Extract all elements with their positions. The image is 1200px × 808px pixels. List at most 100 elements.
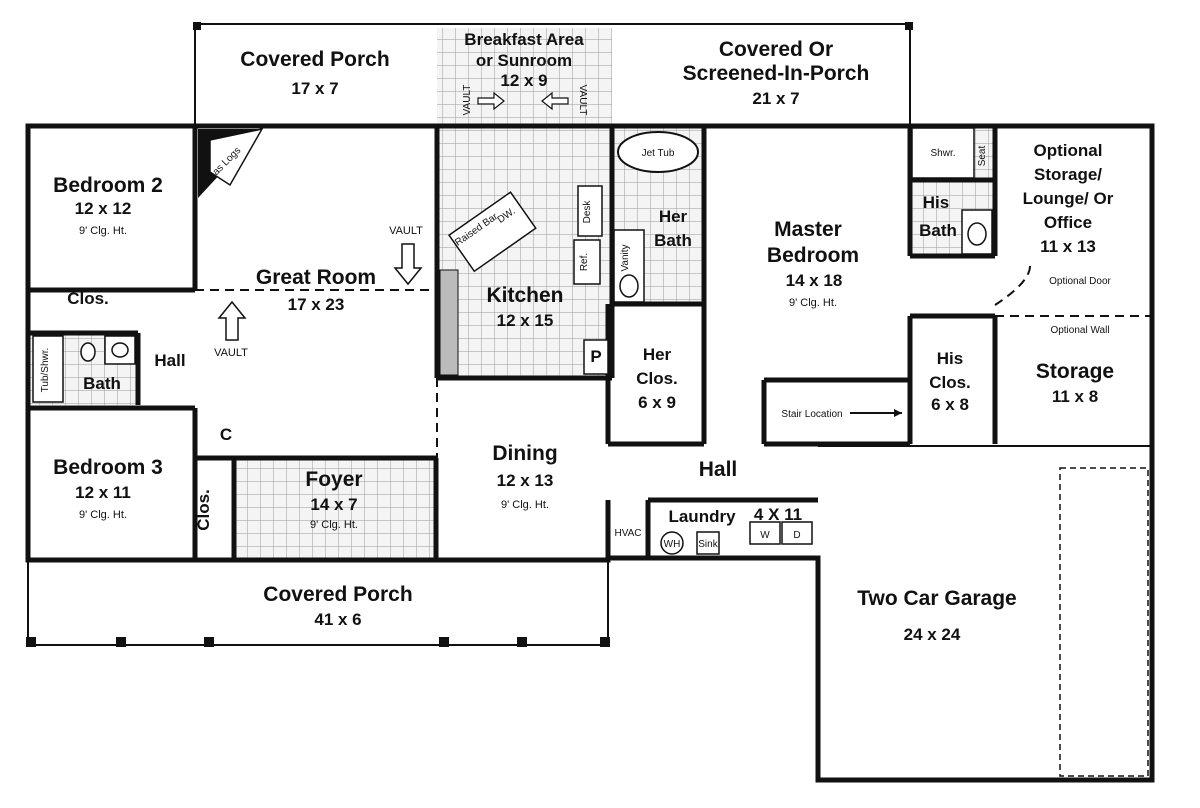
garage-parking-outline [1059, 467, 1149, 777]
foyer-tile [234, 458, 436, 558]
vault-arrow-up [217, 300, 247, 341]
great-room-name: Great Room [256, 266, 376, 289]
vault-arrow-down [393, 243, 423, 286]
breakfast-vault-right: VAULT [577, 85, 588, 116]
her-bath-line2: Bath [654, 231, 692, 250]
breakfast-line2: or Sunroom [476, 51, 572, 70]
laundry-size: 4 X 11 [754, 505, 802, 524]
master-bedroom-ceiling: 9' Clg. Ht. [789, 297, 837, 309]
sink-label: Sink [698, 539, 718, 550]
bedroom2-ceiling: 9' Clg. Ht. [79, 225, 127, 237]
interior-walls [28, 126, 998, 560]
stair-location-label: Stair Location [781, 409, 842, 420]
vault-left-label: VAULT [214, 347, 248, 359]
tub-shower-label: Tub/Shwr. [40, 348, 51, 393]
pantry-label: P [590, 347, 601, 366]
breakfast-vault-left: VAULT [462, 85, 473, 116]
rear-porch-size: 17 x 7 [291, 79, 338, 98]
breakfast-size: 12 x 9 [500, 71, 547, 90]
her-clos-line2: Clos. [636, 369, 678, 388]
refrigerator [573, 239, 601, 285]
his-bath-line2: Bath [919, 221, 957, 240]
optional-storage-line3: Lounge/ Or [1023, 189, 1114, 208]
her-bath-line1: Her [659, 207, 688, 226]
coat-closet-label: C [220, 425, 232, 444]
screened-porch-line2: Screened-In-Porch [683, 62, 870, 85]
dining-name: Dining [492, 442, 557, 465]
her-clos-size: 6 x 9 [638, 393, 676, 412]
pantry [583, 339, 609, 375]
kitchen-desk [577, 185, 603, 237]
vanity-label: Vanity [620, 244, 631, 271]
sink [696, 531, 720, 555]
wh-label: WH [664, 539, 681, 550]
optional-storage-line1: Optional [1034, 141, 1103, 160]
seat-label: Seat [977, 145, 988, 166]
dining-size: 12 x 13 [497, 471, 554, 490]
hvac-label: HVAC [614, 528, 641, 539]
clos-bed3-label: Clos. [194, 489, 213, 531]
vault-top-label: VAULT [389, 225, 423, 237]
laundry-name: Laundry [668, 507, 736, 526]
great-room-size: 17 x 23 [288, 295, 345, 314]
desk-label: Desk [582, 200, 593, 224]
garage-name: Two Car Garage [857, 587, 1017, 610]
porch-posts [26, 22, 913, 647]
exterior-walls [25, 123, 1155, 783]
kitchen-name: Kitchen [486, 284, 563, 307]
shower-label: Shwr. [930, 148, 955, 159]
optional-storage-size: 11 x 13 [1040, 237, 1096, 256]
bedroom3-name: Bedroom 3 [53, 456, 163, 479]
front-porch-size: 41 x 6 [314, 610, 361, 629]
screened-porch-line1: Covered Or [719, 38, 833, 61]
breakfast-line1: Breakfast Area [464, 30, 584, 49]
rear-porch-name: Covered Porch [240, 48, 389, 71]
hall-left-label: Hall [154, 351, 185, 370]
breakfast-arrow-right [477, 91, 505, 111]
jet-tub-label: Jet Tub [642, 148, 675, 159]
storage-size: 11 x 8 [1052, 387, 1098, 406]
clos-bed2-label: Clos. [67, 289, 109, 308]
shower [911, 127, 975, 179]
kitchen-counter-left [439, 269, 459, 376]
water-heater [660, 531, 684, 555]
hall-center-label: Hall [699, 458, 738, 481]
front-porch-name: Covered Porch [263, 583, 412, 606]
his-clos-line1: His [937, 349, 963, 368]
dryer [781, 521, 813, 545]
bedroom3-ceiling: 9' Clg. Ht. [79, 509, 127, 521]
foyer-ceiling: 9' Clg. Ht. [310, 519, 358, 531]
tub-shower [32, 335, 64, 403]
kitchen-island [448, 191, 537, 273]
optional-door-arc [994, 265, 1031, 306]
storage-name: Storage [1036, 360, 1114, 383]
bedroom2-size: 12 x 12 [75, 199, 132, 218]
bedroom3-size: 12 x 11 [75, 483, 131, 502]
optional-wall-label: Optional Wall [1050, 325, 1109, 336]
optional-storage-line2: Storage/ [1034, 165, 1102, 184]
his-clos-size: 6 x 8 [931, 395, 969, 414]
washer-label: W [760, 530, 770, 541]
bedroom2-name: Bedroom 2 [53, 174, 163, 197]
foyer-name: Foyer [305, 468, 362, 491]
screened-porch-size: 21 x 7 [752, 89, 799, 108]
her-clos-line1: Her [643, 345, 672, 364]
master-bedroom-line2: Bedroom [767, 244, 859, 267]
optional-door-label: Optional Door [1049, 276, 1111, 287]
foyer-size: 14 x 7 [310, 495, 357, 514]
bath-label: Bath [83, 374, 121, 393]
garage-size: 24 x 24 [904, 625, 961, 644]
bath-vanity [104, 335, 136, 365]
ref-label: Ref. [579, 253, 590, 271]
optional-storage-line4: Office [1044, 213, 1092, 232]
master-bedroom-size: 14 x 18 [786, 271, 843, 290]
jet-tub [617, 131, 699, 173]
kitchen-size: 12 x 15 [497, 311, 554, 330]
his-clos-line2: Clos. [929, 373, 971, 392]
dining-ceiling: 9' Clg. Ht. [501, 499, 549, 511]
dryer-label: D [793, 530, 800, 541]
breakfast-arrow-left [541, 91, 569, 111]
his-bath-line1: His [923, 193, 949, 212]
washer [749, 521, 781, 545]
